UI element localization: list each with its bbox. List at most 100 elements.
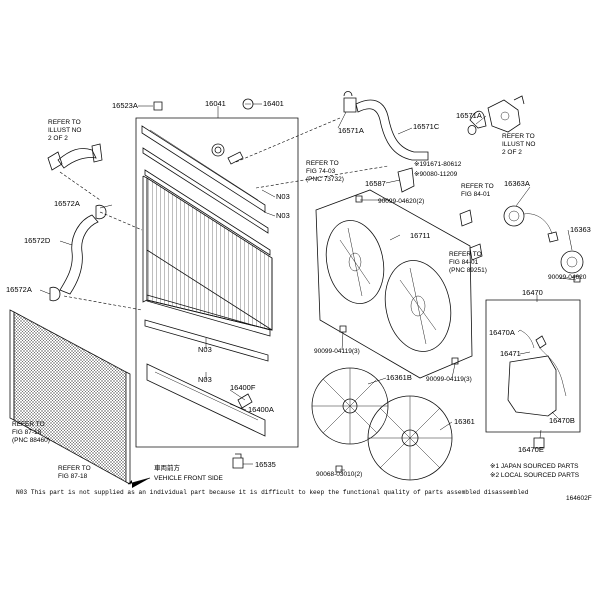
label-n03-4: N03 (198, 375, 212, 384)
legend-local: ※2 LOCAL SOURCED PARTS (490, 472, 580, 479)
ref-illust-right-2: ILLUST NO (502, 141, 535, 148)
label-bolt-4: 90099-04119(3) (426, 376, 472, 383)
footnote: N03 This part is not supplied as an indi… (16, 489, 529, 496)
label-bolt-1a: ※191671-80612 (414, 161, 462, 168)
label-16470: 16470 (522, 288, 543, 297)
fan-motor-16363 (560, 250, 584, 274)
reservoir-tank (507, 335, 567, 417)
ref-fig87b-2: FIG 87-18 (58, 473, 88, 480)
hose-connection-line-1 (59, 171, 101, 201)
label-n03-1: N03 (276, 192, 290, 201)
label-16401: 16401 (263, 99, 284, 108)
label-16400A: 16400A (248, 405, 274, 414)
label-16572A-bot: 16572A (6, 285, 32, 294)
label-16711: 16711 (410, 231, 430, 240)
label-16363A: 16363A (504, 179, 530, 188)
upper-seal (144, 169, 271, 256)
ref-fig84a-1: REFER TO (461, 183, 494, 190)
label-16470A: 16470A (489, 328, 515, 337)
radiator-bracket-16523A (153, 101, 163, 111)
radiator-assembly-frame (135, 117, 299, 448)
bolt-icon (451, 357, 459, 365)
label-16361: 16361 (454, 417, 475, 426)
condenser (9, 309, 131, 485)
hose-connection-line-3 (63, 295, 143, 311)
label-16571C: 16571C (413, 122, 440, 131)
fan-16361 (367, 395, 453, 481)
label-16535: 16535 (255, 460, 276, 469)
hose-connection-line-2 (99, 211, 143, 231)
bracket-16587 (397, 167, 415, 193)
upper-radiator-hose (47, 143, 103, 171)
ref-illust-right-1: REFER TO (502, 133, 535, 140)
ref-fig87a-1: REFER TO (12, 421, 45, 428)
front-label-en: VEHICLE FRONT SIDE (154, 475, 224, 482)
label-16470E: 16470E (518, 445, 544, 454)
radiator-lower-tank (146, 363, 266, 437)
label-bolt-1b: ※90080-11209 (414, 171, 458, 178)
reservoir-hose-16571C (343, 97, 429, 161)
ref-fig84b-1: REFER TO (449, 251, 482, 258)
bolt-icon (335, 465, 343, 473)
lower-radiator-hose (49, 204, 107, 302)
fan-motor (503, 205, 559, 243)
lower-gasket (146, 294, 271, 337)
connector-84-01 (459, 209, 473, 227)
upper-gasket (142, 147, 269, 234)
ref-fig74-3: (PNC 73732) (306, 176, 344, 183)
legend-japan: ※1 JAPAN SOURCED PARTS (490, 463, 579, 470)
label-n03-2: N03 (276, 211, 290, 220)
hose-clamp-16571A (343, 91, 353, 97)
leader-lines (39, 103, 577, 471)
connector-89251 (469, 243, 483, 261)
label-16572D: 16572D (24, 236, 51, 245)
label-bolt-3: 90099-04119(3) (314, 348, 360, 355)
bolt-icon (339, 325, 347, 333)
reservoir-bracket-16470E (533, 437, 545, 449)
label-16471: 16471 (500, 349, 521, 358)
figure-id: 164602F (566, 495, 592, 502)
label-16363: 16363 (570, 225, 591, 234)
label-16041: 16041 (205, 99, 226, 108)
ref-fig74-1: REFER TO (306, 160, 339, 167)
radiator-upper-tank (141, 125, 266, 213)
ref-fig84a-2: FIG 84-01 (461, 191, 491, 198)
label-16571A-right: 16571A (456, 111, 482, 120)
ref-illust-left-1: REFER TO (48, 119, 81, 126)
ref-illust-left-3: 2 OF 2 (48, 135, 68, 142)
hose-clamp-16571A-r (467, 125, 477, 135)
fan-shroud (315, 189, 473, 379)
reservoir-hose (519, 329, 535, 349)
fan-16361B (311, 367, 389, 445)
hose-clamp-right (469, 110, 487, 129)
label-16523A: 16523A (112, 101, 138, 110)
label-16571A: 16571A (338, 126, 364, 135)
label-16587: 16587 (365, 179, 386, 188)
label-bolt-2: 90099-04620(2) (378, 198, 424, 205)
reservoir-frame (485, 299, 581, 433)
front-label-jp: 車両前方 (154, 463, 181, 472)
radiator-cap (242, 98, 254, 110)
ref-fig87b-1: REFER TO (58, 465, 91, 472)
ref-illust-left-2: ILLUST NO (48, 127, 81, 134)
ref-illust-right-3: 2 OF 2 (502, 149, 522, 156)
ref-fig87a-2: FIG 87-18 (12, 429, 42, 436)
label-16400F: 16400F (230, 383, 256, 392)
water-outlet (487, 95, 525, 133)
ref-fig84b-2: FIG 84-01 (449, 259, 479, 266)
hose-connection-line-5 (255, 165, 389, 189)
ref-fig87a-3: (PNC 88460) (12, 437, 50, 444)
label-bolt-5: 90099-04620 (548, 274, 587, 281)
label-n03-3: N03 (198, 345, 212, 354)
ref-fig74-2: FIG 74-03 (306, 168, 336, 175)
front-arrow-icon (128, 478, 150, 488)
bolt-icon (355, 195, 363, 203)
label-16470B: 16470B (549, 416, 575, 425)
label-16572A-top: 16572A (54, 199, 80, 208)
ref-fig84b-3: (PNC 89251) (449, 267, 487, 274)
hose-connection-line-4 (235, 117, 341, 163)
label-bolt-6: 90068-03010(2) (316, 471, 362, 478)
drain-cock (232, 453, 244, 469)
label-16361B: 16361B (386, 373, 412, 382)
